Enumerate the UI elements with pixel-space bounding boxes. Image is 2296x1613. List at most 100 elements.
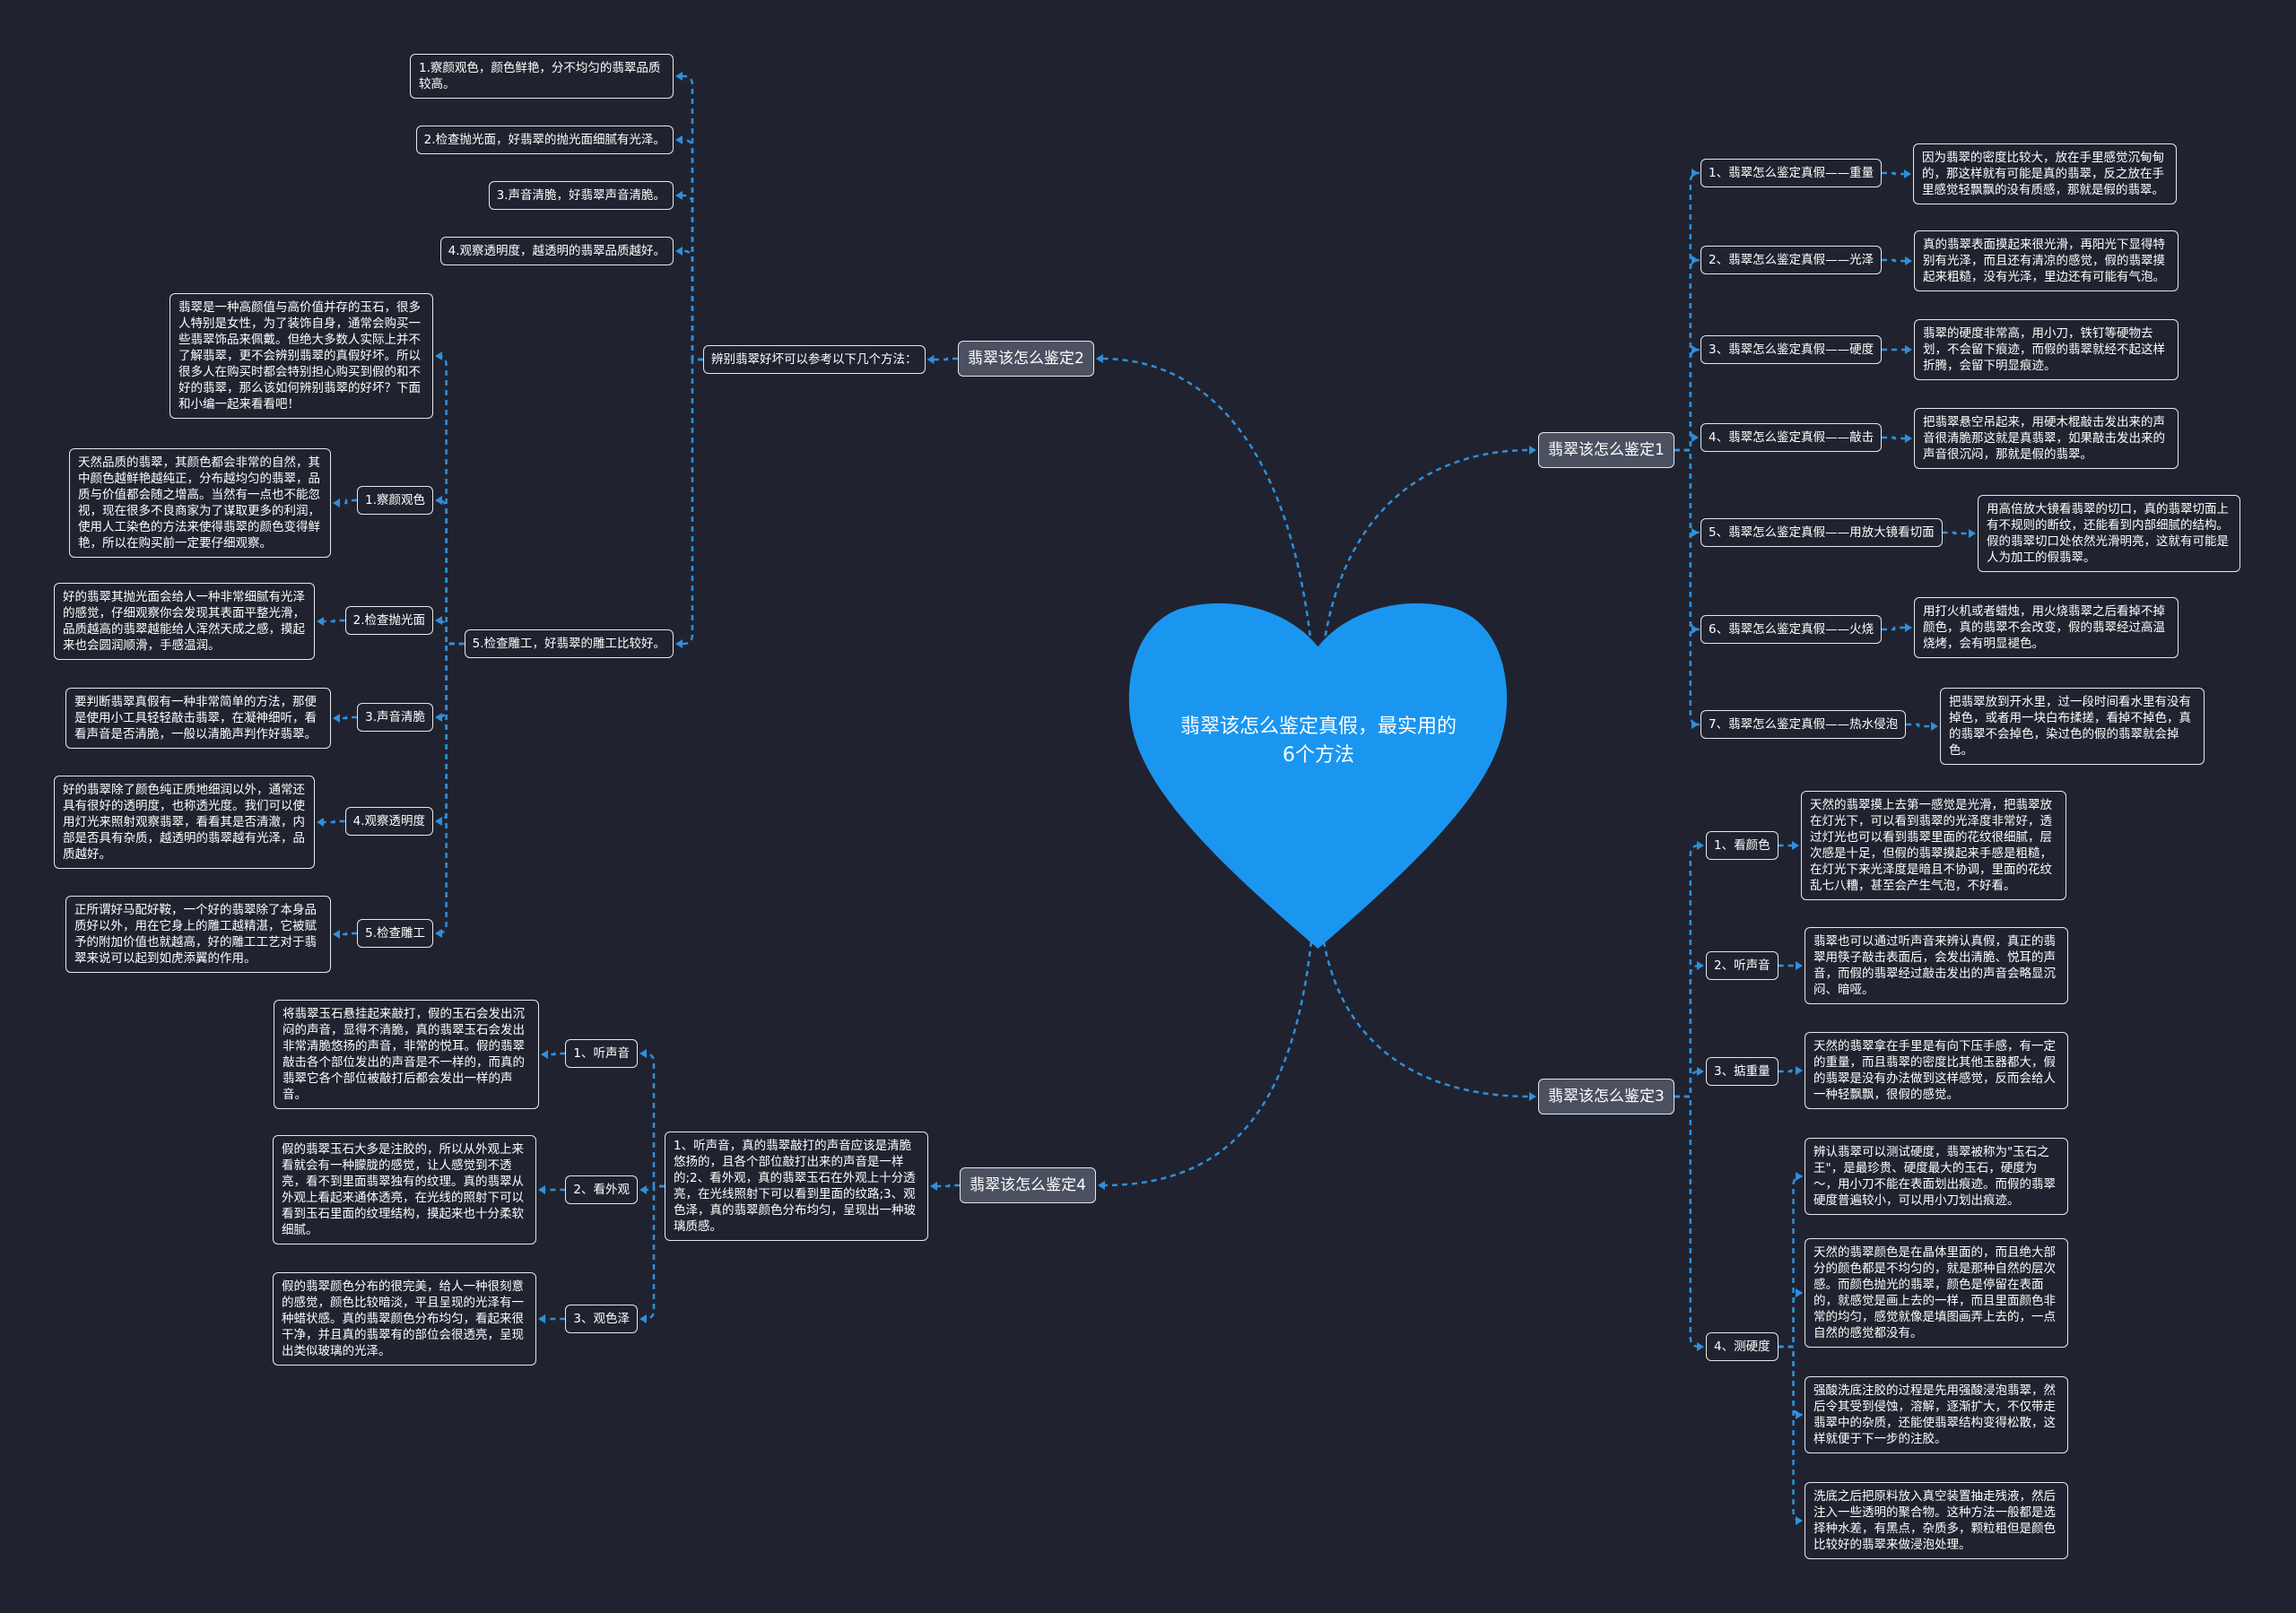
connector-arrowhead bbox=[1905, 345, 1912, 354]
topic-listen[interactable]: 2、听声音 bbox=[1706, 951, 1779, 980]
connector-arrowhead bbox=[1692, 169, 1699, 178]
topic-note[interactable]: 把翡翠放到开水里，过一段时间看水里有没有掉色，或者用一块白布揉搓，看掉不掉色，真… bbox=[1940, 688, 2205, 765]
topic-point[interactable]: 3.声音清脆，好翡翠声音清脆。 bbox=[488, 181, 674, 210]
connector-line bbox=[932, 357, 958, 361]
topic-note[interactable]: 强酸洗底注胶的过程是先用强酸浸泡翡翠，然后令其受到侵蚀，溶解，逐渐扩大，不仅带走… bbox=[1805, 1376, 2068, 1453]
topic-note[interactable]: 要判断翡翠真假有一种非常简单的方法，那便是使用小工具轻轻敲击翡翠，在凝神细听，看… bbox=[65, 688, 331, 749]
topic-note[interactable]: 因为翡翠的密度比较大，放在手里感觉沉甸甸的，那这样就有可能是真的翡翠，反之放在手… bbox=[1913, 143, 2177, 204]
topic-point[interactable]: 2.检查抛光面，好翡翠的抛光面细腻有光泽。 bbox=[415, 126, 674, 154]
topic-note[interactable]: 翡翠的硬度非常高，用小刀，铁钉等硬物去划，不会留下痕迹，而假的翡翠就经不起这样折… bbox=[1914, 319, 2179, 380]
topic-point[interactable]: 1.察颜观色，颜色鲜艳，分不均匀的翡翠品质较高。 bbox=[410, 54, 674, 99]
connector-line bbox=[338, 932, 358, 936]
topic-note[interactable]: 假的翡翠玉石大多是注胶的，所以从外观上来看就会有一种朦胧的感觉，让人感觉到不透亮… bbox=[273, 1135, 536, 1244]
topic-note[interactable]: 把翡翠悬空吊起来，用硬木棍敲击发出来的声音很清脆那这就是真翡翠，如果敲击发出来的… bbox=[1914, 408, 2179, 469]
connector-arrowhead bbox=[1792, 841, 1799, 850]
connector-line bbox=[644, 1052, 665, 1188]
topic-transparency[interactable]: 4.观察透明度 bbox=[344, 807, 433, 836]
branch-node-1[interactable]: 翡翠该怎么鉴定1 bbox=[1538, 432, 1674, 468]
connector-arrowhead bbox=[930, 1182, 937, 1191]
connector-line bbox=[437, 619, 465, 646]
connector-arrowhead bbox=[1697, 841, 1704, 850]
connector-line bbox=[338, 499, 358, 505]
connector-line bbox=[1674, 436, 1693, 452]
topic-carving[interactable]: 5.检查雕工 bbox=[357, 919, 433, 948]
connector-arrowhead bbox=[538, 1314, 545, 1323]
connector-arrowhead bbox=[435, 929, 442, 938]
connector-line bbox=[935, 1184, 961, 1188]
topic-fire[interactable]: 6、翡翠怎么鉴定真假——火烧 bbox=[1700, 615, 1883, 644]
connector-arrowhead bbox=[1796, 1410, 1803, 1419]
topic-hot-water[interactable]: 7、翡翠怎么鉴定真假——热水侵泡 bbox=[1700, 710, 1907, 739]
connector-arrowhead bbox=[1692, 625, 1699, 634]
topic-point-carving[interactable]: 5.检查雕工，好翡翠的雕工比较好。 bbox=[464, 629, 674, 658]
topic-note[interactable]: 好的翡翠除了颜色纯正质地细润以外，通常还具有很好的透明度，也称透光度。我们可以使… bbox=[54, 776, 315, 869]
connector-arrowhead bbox=[1796, 1288, 1803, 1297]
topic-color[interactable]: 1.察颜观色 bbox=[357, 486, 433, 515]
topic-note[interactable]: 正所谓好马配好鞍，一个好的翡翠除了本身品质好以外，用在它身上的雕工越精湛，它被赋… bbox=[65, 896, 331, 973]
connector-arrowhead bbox=[333, 930, 340, 939]
connector-arrowhead bbox=[675, 191, 683, 200]
topic-look-color[interactable]: 1、看颜色 bbox=[1706, 831, 1779, 860]
topic-weigh[interactable]: 3、掂重量 bbox=[1706, 1057, 1779, 1086]
topic-sound[interactable]: 3.声音清脆 bbox=[357, 703, 433, 732]
connector-arrowhead bbox=[1692, 345, 1699, 354]
connector-arrowhead bbox=[1098, 1181, 1105, 1190]
branch-node-3[interactable]: 翡翠该怎么鉴定3 bbox=[1538, 1079, 1674, 1114]
central-heart-topic[interactable] bbox=[1127, 597, 1509, 949]
connector-line bbox=[1674, 171, 1700, 452]
topic-note[interactable]: 天然的翡翠颜色是在晶体里面的，而且绝大部分的颜色都是不均匀的，就是那种自然的层次… bbox=[1805, 1238, 2068, 1348]
topic-listen[interactable]: 1、听声音 bbox=[565, 1039, 638, 1068]
topic-polish[interactable]: 2.检查抛光面 bbox=[344, 606, 433, 635]
topic-note[interactable]: 将翡翠玉石悬挂起来敲打，假的玉石会发出沉闷的声音，显得不清脆，真的翡翠玉石会发出… bbox=[274, 1000, 539, 1109]
topic-note[interactable]: 好的翡翠其抛光面会给人一种非常细腻有光泽的感觉，仔细观察你会发现其表面平整光滑，… bbox=[54, 583, 315, 660]
connector-arrowhead bbox=[1692, 256, 1699, 264]
topic-note[interactable]: 洗底之后把原料放入真空装置抽走残液，然后注入一些透明的聚合物。这种方法一般都是选… bbox=[1805, 1482, 2068, 1559]
topic-note[interactable]: 辨认翡翠可以测试硬度，翡翠被称为"玉石之王"，是最珍贵、硬度最大的玉石，硬度为～… bbox=[1805, 1138, 2068, 1215]
topic-note[interactable]: 天然的翡翠拿在手里是有向下压手感，有一定的重量，而且翡翠的密度比其他玉器都大，假… bbox=[1805, 1032, 2068, 1109]
connector-line bbox=[322, 619, 345, 623]
topic-note[interactable]: 天然品质的翡翠，其颜色都会非常的自然，其中颜色越鲜艳越纯正，分布越均匀的翡翠，品… bbox=[69, 448, 331, 558]
topic-luster[interactable]: 2、翡翠怎么鉴定真假——光泽 bbox=[1700, 246, 1883, 274]
connector-arrowhead bbox=[1969, 529, 1976, 538]
connector-arrowhead bbox=[333, 714, 340, 723]
topic-note[interactable]: 用高倍放大镜看翡翠的切口，真的翡翠切面上有不规则的断纹，还能看到内部细腻的结构。… bbox=[1978, 495, 2240, 572]
branch-node-2[interactable]: 翡翠该怎么鉴定2 bbox=[958, 341, 1094, 377]
topic-point[interactable]: 4.观察透明度，越透明的翡翠品质越好。 bbox=[439, 237, 674, 265]
connector-line bbox=[1674, 258, 1700, 452]
connector-line bbox=[1882, 171, 1906, 176]
topic-note[interactable]: 用打火机或者蜡烛，用火烧翡翠之后看掉不掉颜色，真的翡翠不会改变，假的翡翠经过高温… bbox=[1914, 597, 2179, 658]
connector-arrowhead bbox=[675, 72, 683, 81]
connector-line bbox=[1882, 258, 1907, 263]
connector-arrowhead bbox=[1095, 354, 1103, 363]
connector-line bbox=[1674, 964, 1700, 1098]
connector-line bbox=[1778, 1345, 1803, 1522]
topic-summary[interactable]: 辨别翡翠好坏可以参考以下几个方法： bbox=[703, 345, 926, 374]
topic-magnifier[interactable]: 5、翡翠怎么鉴定真假——用放大镜看切面 bbox=[1700, 518, 1943, 547]
topic-note[interactable]: 真的翡翠表面摸起来很光滑，再阳光下显得特别有光泽，而且还有清凉的感觉，假的翡翠摸… bbox=[1914, 230, 2179, 291]
topic-luster[interactable]: 3、观色泽 bbox=[565, 1305, 638, 1333]
connector-arrowhead bbox=[1796, 1516, 1803, 1525]
connector-arrowhead bbox=[1697, 1342, 1704, 1351]
connector-line bbox=[437, 642, 465, 935]
topic-hardness[interactable]: 3、翡翠怎么鉴定真假——硬度 bbox=[1700, 335, 1883, 364]
connector-line bbox=[1674, 448, 1700, 631]
connector-line bbox=[1778, 1291, 1803, 1349]
connector-arrowhead bbox=[675, 247, 683, 256]
topic-appearance[interactable]: 2、看外观 bbox=[565, 1175, 638, 1204]
connector-line bbox=[437, 642, 465, 719]
connector-line bbox=[1674, 844, 1700, 1098]
topic-note[interactable]: 翡翠也可以通过听声音来辨认真假，真正的翡翠用筷子敲击表面后，会发出清脆、悦耳的声… bbox=[1805, 927, 2068, 1004]
topic-intro[interactable]: 翡翠是一种高颜值与高价值并存的玉石，很多人特别是女性，为了装饰自身，通常会购买一… bbox=[170, 293, 433, 419]
topic-note[interactable]: 天然的翡翠摸上去第一感觉是光滑，把翡翠放在灯光下，可以看到翡翠的光泽度非常好，透… bbox=[1801, 791, 2066, 900]
topic-summary[interactable]: 1、听声音，真的翡翠敲打的声音应该是清脆悠扬的，且各个部位敲打出来的声音是一样的… bbox=[665, 1132, 928, 1241]
connector-line bbox=[1322, 448, 1532, 646]
topic-weight[interactable]: 1、翡翠怎么鉴定真假——重量 bbox=[1700, 159, 1883, 187]
connector-arrowhead bbox=[639, 1314, 647, 1323]
connector-line bbox=[322, 820, 345, 824]
topic-test-hardness[interactable]: 4、测硬度 bbox=[1706, 1332, 1779, 1361]
topic-note[interactable]: 假的翡翠颜色分布的很完美，给人一种很刻意的感觉，颜色比较暗淡，平且呈现的光泽有一… bbox=[273, 1272, 536, 1366]
connector-arrowhead bbox=[1931, 722, 1938, 731]
branch-node-4[interactable]: 翡翠该怎么鉴定4 bbox=[960, 1167, 1096, 1203]
topic-knock[interactable]: 4、翡翠怎么鉴定真假——敲击 bbox=[1700, 423, 1883, 452]
connector-arrowhead bbox=[1529, 1092, 1536, 1101]
